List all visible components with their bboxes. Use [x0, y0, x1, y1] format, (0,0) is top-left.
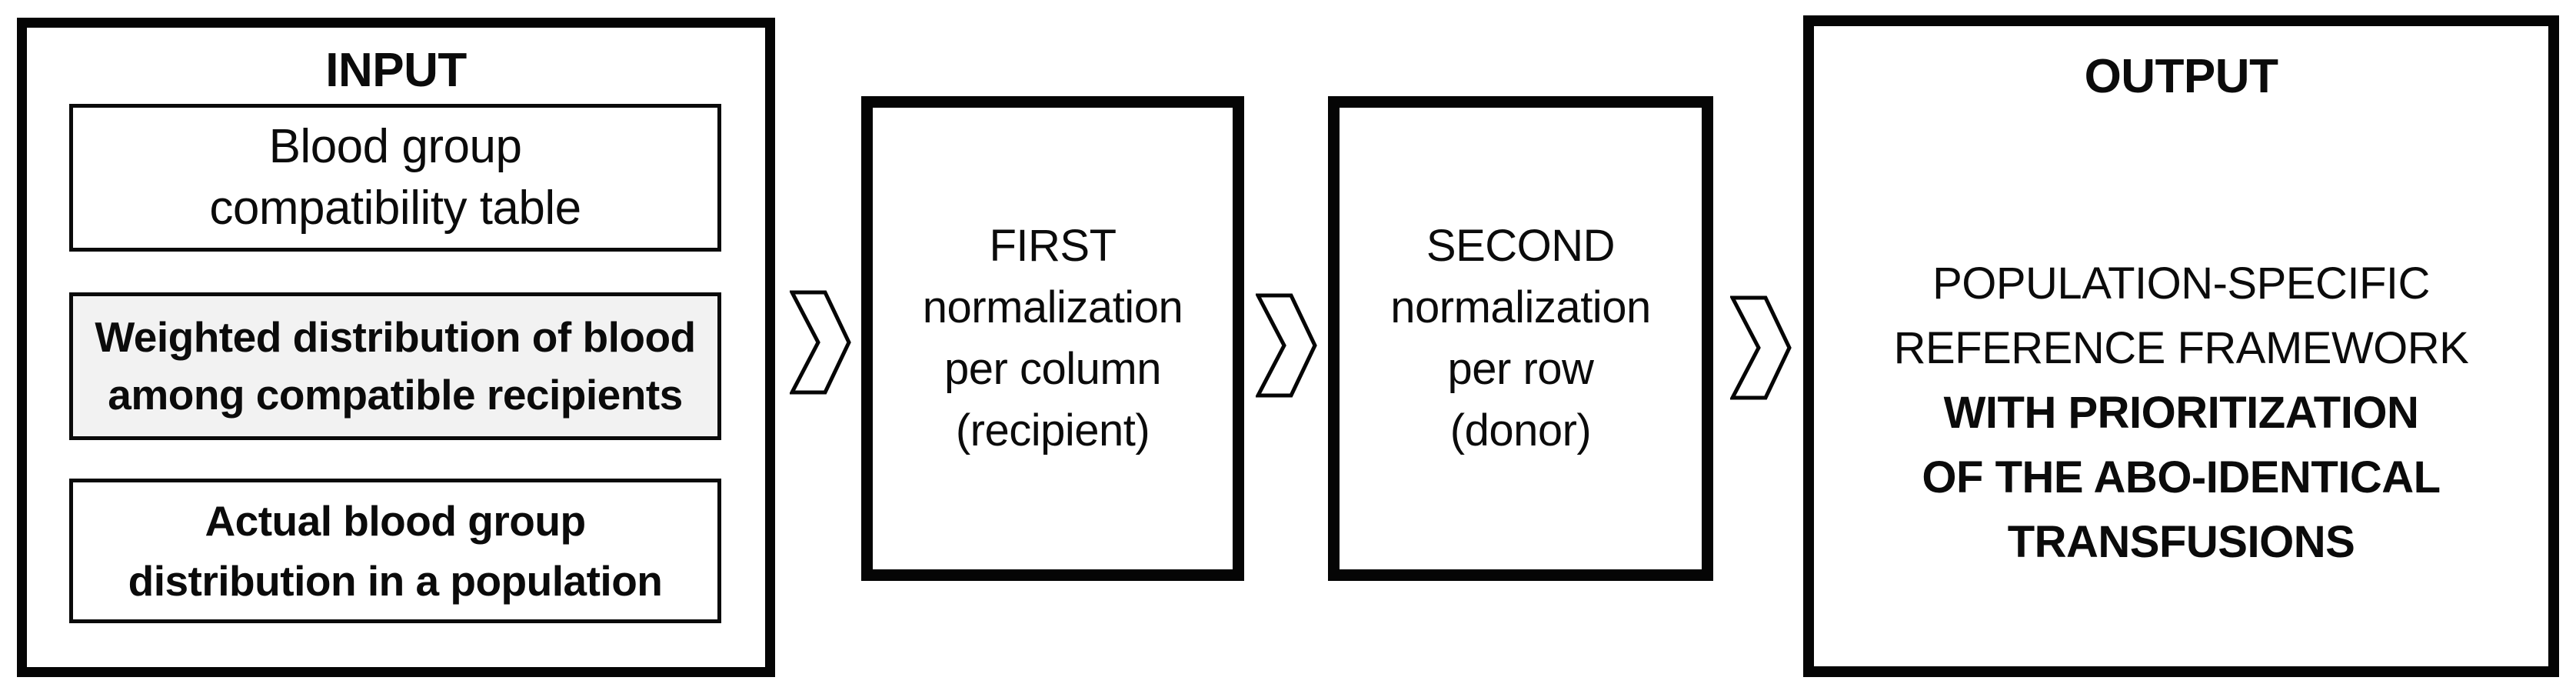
input-panel-title: INPUT — [325, 44, 467, 97]
output-line: WITH PRIORITIZATION — [1943, 388, 2419, 438]
step-line: (donor) — [1449, 405, 1592, 455]
step-line: per row — [1447, 344, 1594, 394]
step-line: normalization — [1390, 282, 1651, 332]
output-panel: OUTPUT POPULATION-SPECIFIC REFERENCE FRA… — [1803, 15, 2559, 677]
input-panel: INPUT Blood group compatibility table We… — [17, 18, 775, 677]
input-item-compatibility-table: Blood group compatibility table — [69, 104, 721, 252]
step-line: (recipient) — [955, 405, 1150, 455]
output-line: REFERENCE FRAMEWORK — [1893, 323, 2469, 373]
step-second-normalization: SECOND normalization per row (donor) — [1328, 96, 1713, 581]
step-line: SECOND — [1426, 221, 1616, 271]
step-line: per column — [944, 344, 1161, 394]
input-item-line: Actual blood group — [205, 497, 586, 545]
input-item-line: distribution in a population — [128, 557, 663, 605]
output-line: POPULATION-SPECIFIC — [1932, 259, 2430, 309]
step-line: normalization — [922, 282, 1183, 332]
input-item-line: among compatible recipients — [108, 371, 683, 419]
chevron-right-icon — [1256, 293, 1317, 398]
step-line: FIRST — [989, 221, 1117, 271]
output-panel-title: OUTPUT — [2084, 50, 2278, 103]
input-item-weighted-distribution: Weighted distribution of blood among com… — [69, 292, 721, 440]
step-first-normalization: FIRST normalization per column (recipien… — [861, 96, 1244, 581]
output-line: TRANSFUSIONS — [2007, 517, 2355, 567]
chevron-right-icon — [790, 290, 851, 395]
input-item-line: compatibility table — [209, 182, 581, 235]
chevron-right-icon — [1730, 295, 1792, 400]
output-line: OF THE ABO-IDENTICAL — [1922, 452, 2441, 502]
output-description: POPULATION-SPECIFIC REFERENCE FRAMEWORK … — [1814, 252, 2548, 575]
input-item-line: Blood group — [268, 120, 522, 173]
input-item-line: Weighted distribution of blood — [95, 313, 696, 361]
input-item-actual-distribution: Actual blood group distribution in a pop… — [69, 479, 721, 623]
